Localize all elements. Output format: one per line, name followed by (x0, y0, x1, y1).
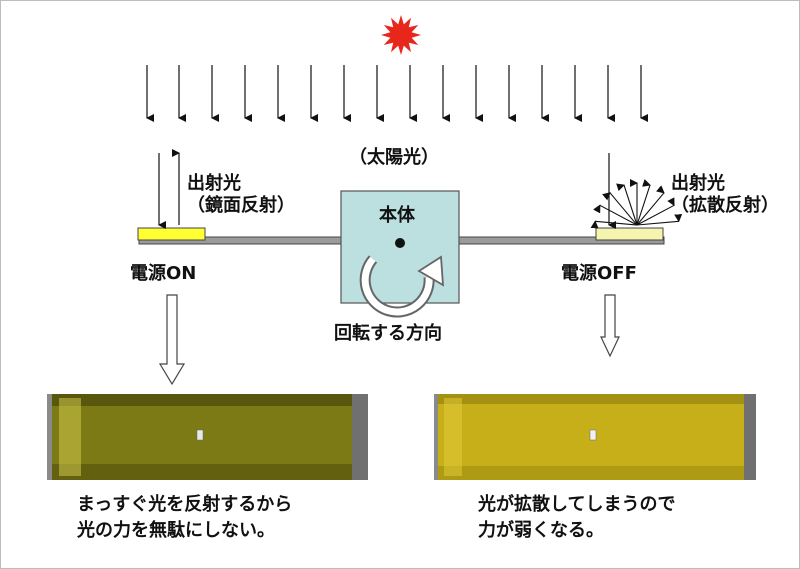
solar-panel-on (137, 227, 206, 241)
diffuse-ray (636, 197, 675, 226)
diffuse-ray (593, 204, 638, 226)
caption-power-on-line: まっすぐ光を反射するから (77, 494, 293, 515)
diffuse-ray (590, 220, 638, 229)
rotation-arrow-icon (359, 255, 445, 318)
photo-power-on (47, 394, 368, 480)
sunlight-label: （太陽光） (349, 147, 439, 168)
caption-power-on-line: 光の力を無駄にしない。 (77, 520, 275, 541)
diffuse-ray (616, 183, 638, 226)
body-label: 本体 (379, 205, 415, 226)
photo-power-on-image (47, 394, 368, 480)
rotation-direction-label: 回転する方向 (334, 323, 442, 344)
specular-reflection-label: 出射光 （鏡面反射） (187, 173, 295, 216)
pivot-dot (395, 238, 405, 248)
power-off-label: 電源OFF (561, 263, 637, 284)
photo-power-off-image (434, 394, 756, 480)
diffuse-ray (602, 192, 638, 226)
diffuse-reflection-label: 出射光 （拡散反射） (671, 173, 779, 216)
specular-reflection-arrows (158, 149, 180, 229)
caption-power-off-line: 光が拡散してしまうので (478, 494, 676, 515)
photo-power-off (434, 394, 756, 480)
power-on-label: 電源ON (130, 263, 197, 284)
diffuse-ray (636, 213, 683, 226)
diffuse-ray (636, 179, 651, 226)
down-arrow-left-icon (158, 294, 186, 386)
solar-panel-off (595, 227, 664, 241)
down-arrow-right-icon (600, 294, 620, 358)
diffuse-ray (636, 185, 665, 226)
caption-power-off-line: 力が弱くなる。 (478, 520, 604, 541)
caption-power-off: 光が拡散してしまうので 力が弱くなる。 (478, 492, 675, 544)
caption-power-on: まっすぐ光を反射するから 光の力を無駄にしない。 (77, 492, 292, 544)
diffuse-reflection-arrows (590, 179, 683, 229)
sun-icon (381, 15, 421, 55)
sunlight-arrows (146, 65, 648, 122)
